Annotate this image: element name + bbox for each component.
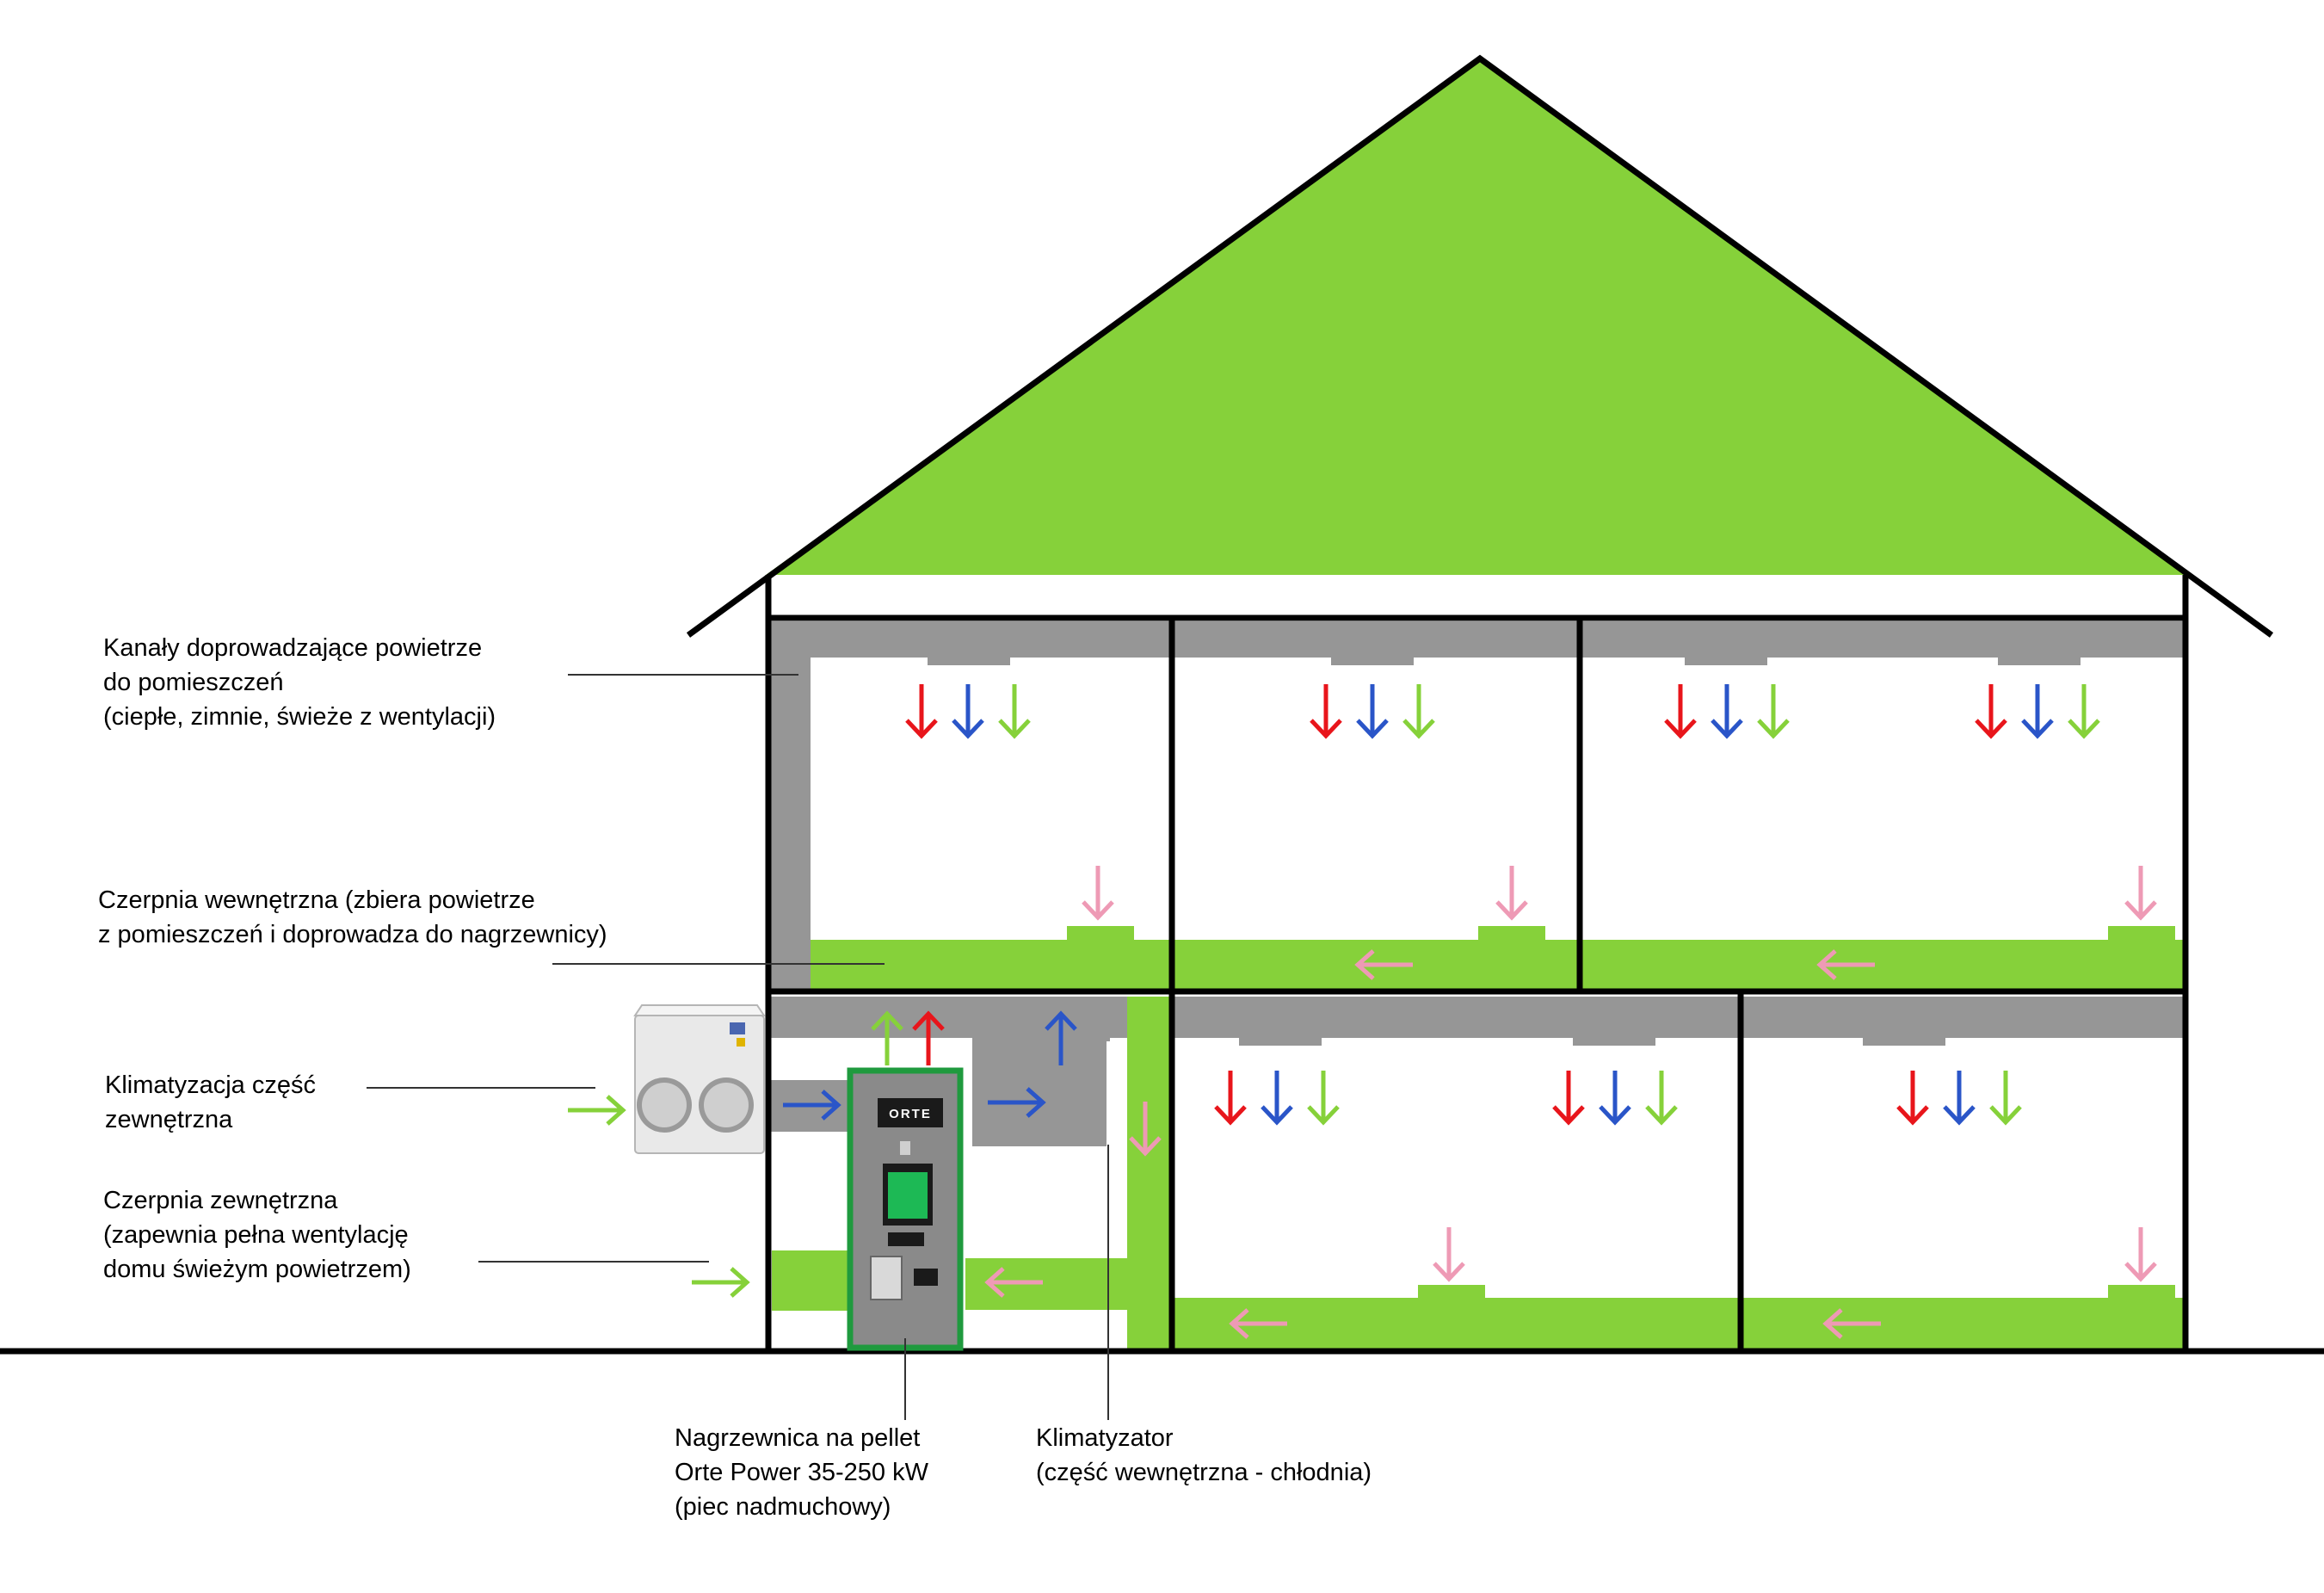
label-line: zewnętrzna xyxy=(105,1106,233,1133)
ground-return-duct xyxy=(1174,1298,2188,1349)
cold-air-arrow-icon xyxy=(1600,1071,1630,1122)
cold-air-arrow-icon xyxy=(1712,684,1741,736)
return-grille xyxy=(2108,1285,2175,1300)
fresh-air-arrow-icon xyxy=(872,1014,902,1065)
return-grille xyxy=(1418,1285,1485,1300)
supply-outlet xyxy=(928,658,1010,665)
label-line: (część wewnętrzna - chłodnia) xyxy=(1036,1459,1372,1486)
return-grille xyxy=(2108,926,2175,942)
supply-outlet xyxy=(1239,1038,1322,1046)
label-line: z pomieszczeń i doprowadza do nagrzewnic… xyxy=(98,921,607,948)
return-air-arrow-icon xyxy=(2126,1227,2155,1279)
fresh-air-arrow-icon xyxy=(1991,1071,2020,1122)
label-line: Klimatyzacja część xyxy=(105,1071,316,1099)
cold-air-arrow-icon xyxy=(953,684,983,736)
supply-outlet xyxy=(1863,1038,1945,1046)
vertical-supply-duct xyxy=(766,621,811,990)
fresh-air-arrow-icon xyxy=(1759,684,1788,736)
return-air-arrow-icon xyxy=(1434,1227,1464,1279)
label-line: Czerpnia zewnętrzna xyxy=(103,1187,338,1214)
ground-supply-duct xyxy=(1174,997,2188,1038)
ac-outdoor-unit xyxy=(633,1004,766,1154)
external-intake-duct xyxy=(772,1250,854,1311)
label-line: Nagrzewnica na pellet xyxy=(675,1424,920,1452)
hot-air-arrow-icon xyxy=(1554,1071,1583,1122)
hot-air-arrow-icon xyxy=(907,684,936,736)
ac-indoor-duct xyxy=(972,1033,1107,1146)
label-line: Klimatyzator xyxy=(1036,1424,1174,1452)
return-air-arrow-icon xyxy=(2126,866,2155,917)
label-supply-ducts: Kanały doprowadzające powietrze do pomie… xyxy=(103,634,496,731)
label-line: Orte Power 35-250 kW xyxy=(675,1459,929,1486)
fresh-air-arrow-icon xyxy=(2069,684,2099,736)
label-line: (zapewnia pełna wentylację xyxy=(103,1221,409,1249)
upper-supply-duct xyxy=(766,621,2188,658)
label-line: domu świeżym powietrzem) xyxy=(103,1256,411,1283)
return-grille xyxy=(1067,926,1134,942)
return-air-arrow-icon xyxy=(1083,866,1113,917)
label-line: (ciepłe, zimnie, świeże z wentylacji) xyxy=(103,703,496,731)
fresh-air-arrow-icon xyxy=(1647,1071,1676,1122)
roof-outline xyxy=(686,54,2274,638)
cold-air-arrow-icon xyxy=(1262,1071,1291,1122)
label-ac-outdoor: Klimatyzacja część zewnętrzna xyxy=(105,1071,316,1133)
hot-air-arrow-icon xyxy=(1898,1071,1927,1122)
supply-outlet xyxy=(1573,1038,1655,1046)
upper-return-duct xyxy=(811,940,2188,990)
fresh-air-arrow-icon xyxy=(1309,1071,1338,1122)
hot-air-arrow-icon xyxy=(1976,684,2006,736)
pellet-heater: ORTE xyxy=(847,1067,964,1351)
label-line: do pomieszczeń xyxy=(103,669,284,696)
label-line: Kanały doprowadzające powietrze xyxy=(103,634,482,662)
label-ac-indoor: Klimatyzator (część wewnętrzna - chłodni… xyxy=(1036,1424,1372,1486)
fresh-air-arrow-icon xyxy=(1000,684,1029,736)
label-heater: Nagrzewnica na pellet Orte Power 35-250 … xyxy=(675,1424,929,1521)
return-grille xyxy=(1478,926,1545,942)
label-internal-intake: Czerpnia wewnętrzna (zbiera powietrze z … xyxy=(98,886,607,948)
cold-air-arrow-icon xyxy=(1945,1071,1974,1122)
hot-air-arrow-icon xyxy=(1666,684,1695,736)
supply-outlet xyxy=(1685,658,1767,665)
cold-air-arrow-icon xyxy=(2023,684,2052,736)
cold-air-arrow-icon xyxy=(1358,684,1387,736)
label-line: Czerpnia wewnętrzna (zbiera powietrze xyxy=(98,886,535,914)
hot-air-arrow-icon xyxy=(914,1014,943,1065)
hot-air-arrow-icon xyxy=(1216,1071,1245,1122)
callout-lines xyxy=(367,674,1109,1420)
roof-fill xyxy=(766,59,2188,575)
fresh-air-arrow-icon xyxy=(1404,684,1433,736)
label-line: (piec nadmuchowy) xyxy=(675,1493,891,1521)
return-air-arrow-icon xyxy=(1497,866,1526,917)
fresh-air-arrow-icon xyxy=(568,1096,623,1124)
hot-air-arrow-icon xyxy=(1311,684,1341,736)
label-external-intake: Czerpnia zewnętrzna (zapewnia pełna went… xyxy=(103,1187,411,1283)
vertical-return-duct xyxy=(1127,997,1174,1349)
heater-brand: ORTE xyxy=(889,1107,932,1121)
supply-outlet xyxy=(1331,658,1414,665)
supply-outlet xyxy=(1998,658,2081,665)
fresh-air-arrow-icon xyxy=(692,1269,747,1296)
